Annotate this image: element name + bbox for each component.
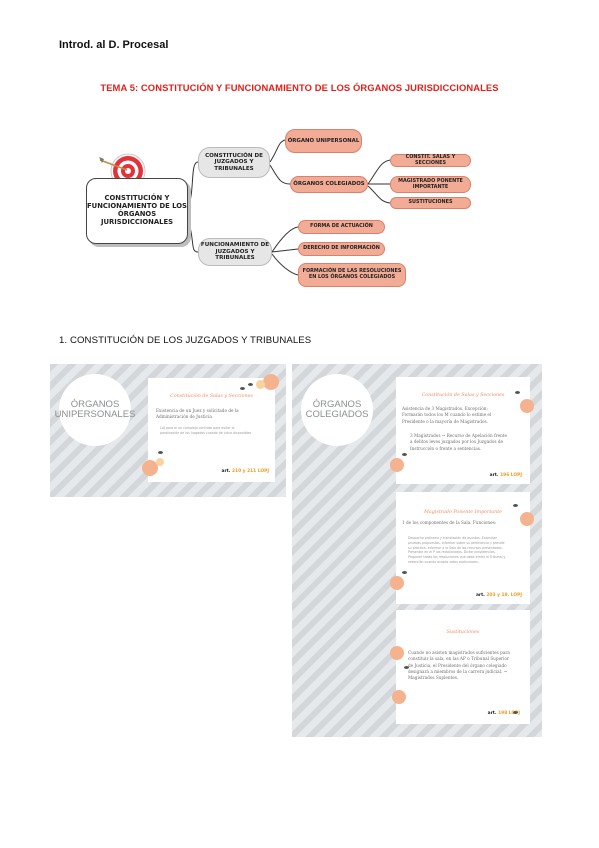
card-body: Existencia de un Juez y solicitado de la… bbox=[156, 408, 239, 420]
flower-decoration-icon bbox=[392, 690, 406, 704]
card-title: Sustituciones bbox=[446, 630, 480, 635]
mindmap-node-forma-actuacion: FORMA DE ACTUACIÓN bbox=[298, 220, 385, 234]
card-article-ref: art. 203 y 18. LOPJ bbox=[475, 593, 522, 598]
card-body: Asistencia de 3 Magistrados. Excepción: … bbox=[402, 406, 492, 424]
flower-decoration-icon bbox=[256, 380, 265, 389]
mindmap-connectors bbox=[187, 139, 391, 276]
leaf-decoration-icon bbox=[158, 451, 163, 454]
leaf-decoration-icon bbox=[240, 387, 245, 390]
flower-decoration-icon bbox=[520, 399, 534, 413]
mindmap-root-node: CONSTITUCIÓN Y FUNCIONAMIENTO DE LOS ÓRG… bbox=[86, 178, 188, 244]
leaf-decoration-icon bbox=[513, 711, 518, 714]
card-title: Magistrado Ponente Importante bbox=[424, 510, 502, 515]
mindmap-branch-funcionamiento: FUNCIONAMIENTO DE JUZGADOS Y TRIBUNALES bbox=[198, 238, 272, 266]
flower-decoration-icon bbox=[390, 646, 404, 660]
mindmap-node-sustituciones: SUSTITUCIONES bbox=[390, 197, 471, 209]
flower-decoration-icon bbox=[156, 458, 164, 466]
mindmap-branch-constitucion: CONSTITUCIÓN DE JUZGADOS Y TRIBUNALES bbox=[198, 147, 270, 178]
slide-organos-colegiados: ÓRGANOS COLEGIADOS Constitución de Salas… bbox=[292, 364, 542, 737]
leaf-decoration-icon bbox=[404, 666, 409, 669]
leaf-decoration-icon bbox=[515, 391, 520, 394]
card-article-ref: art. 210 y 211 LOPJ bbox=[221, 469, 269, 474]
slide-card-magistrado: Magistrado Ponente Importante 1 de los c… bbox=[390, 492, 534, 604]
flower-decoration-icon bbox=[390, 458, 404, 472]
flower-decoration-icon bbox=[520, 512, 534, 526]
slide-card: Constitución de Salas y Secciones Existe… bbox=[142, 374, 279, 482]
card-body: 1 de los componentes de la Sala. Funcion… bbox=[402, 520, 497, 525]
card-article-ref: art. 196 LOPJ bbox=[489, 473, 522, 478]
mindmap-node-derecho-informacion: DERECHO DE INFORMACIÓN bbox=[298, 242, 385, 256]
card-body-secondary: 3 Magistrados → Recurso de Apelación fre… bbox=[410, 433, 507, 451]
card-functions-list: Despacho ordinario y tramitación de asun… bbox=[408, 536, 506, 564]
flower-decoration-icon bbox=[390, 576, 404, 590]
mindmap-node-formacion-resoluciones: FORMACIÓN DE LAS RESOLUCIONES EN LOS ÓRG… bbox=[298, 263, 406, 287]
card-title: Constitución de Salas y Secciones bbox=[421, 393, 505, 398]
flower-decoration-icon bbox=[263, 374, 279, 390]
mindmap-node-magistrado-ponente: MAGISTRADO PONENTE IMPORTANTE bbox=[390, 176, 471, 193]
leaf-decoration-icon bbox=[513, 504, 518, 507]
flower-decoration-icon bbox=[142, 460, 158, 476]
mindmap-node-organo-unipersonal: ÓRGANO UNIPERSONAL bbox=[285, 129, 362, 153]
slide-card-constitucion: Constitución de Salas y Secciones Asiste… bbox=[390, 377, 534, 484]
card-note: LAJ para el un complejo contrato para ev… bbox=[160, 426, 252, 435]
topic-title: TEMA 5: CONSTITUCIÓN Y FUNCIONAMIENTO DE… bbox=[100, 82, 499, 93]
mindmap-node-organos-colegiados: ÓRGANOS COLEGIADOS bbox=[290, 176, 368, 193]
leaf-decoration-icon bbox=[402, 571, 407, 574]
slide-circle-label: ÓRGANOS COLEGIADOS bbox=[301, 374, 373, 446]
card-body: Cuando no asisten magistrados suficiente… bbox=[408, 650, 510, 681]
section-heading: 1. CONSTITUCIÓN DE LOS JUZGADOS Y TRIBUN… bbox=[59, 335, 312, 346]
leaf-decoration-icon bbox=[402, 453, 407, 456]
document-header: Introd. al D. Procesal bbox=[59, 39, 169, 51]
slide-circle-label: ÓRGANOS UNIPERSONALES bbox=[55, 374, 135, 446]
card-article-ref: art. 198 LOPJ bbox=[487, 711, 520, 716]
card-title: Constitución de Salas y Secciones bbox=[170, 394, 253, 399]
mindmap-node-constit-salas: CONSTIT. SALAS Y SECCIONES bbox=[390, 154, 471, 167]
leaf-decoration-icon bbox=[248, 383, 253, 386]
slide-organos-unipersonales: ÓRGANOS UNIPERSONALES Constitución de Sa… bbox=[50, 364, 286, 497]
slide-card-sustituciones: Sustituciones Cuando no asisten magistra… bbox=[390, 610, 530, 724]
